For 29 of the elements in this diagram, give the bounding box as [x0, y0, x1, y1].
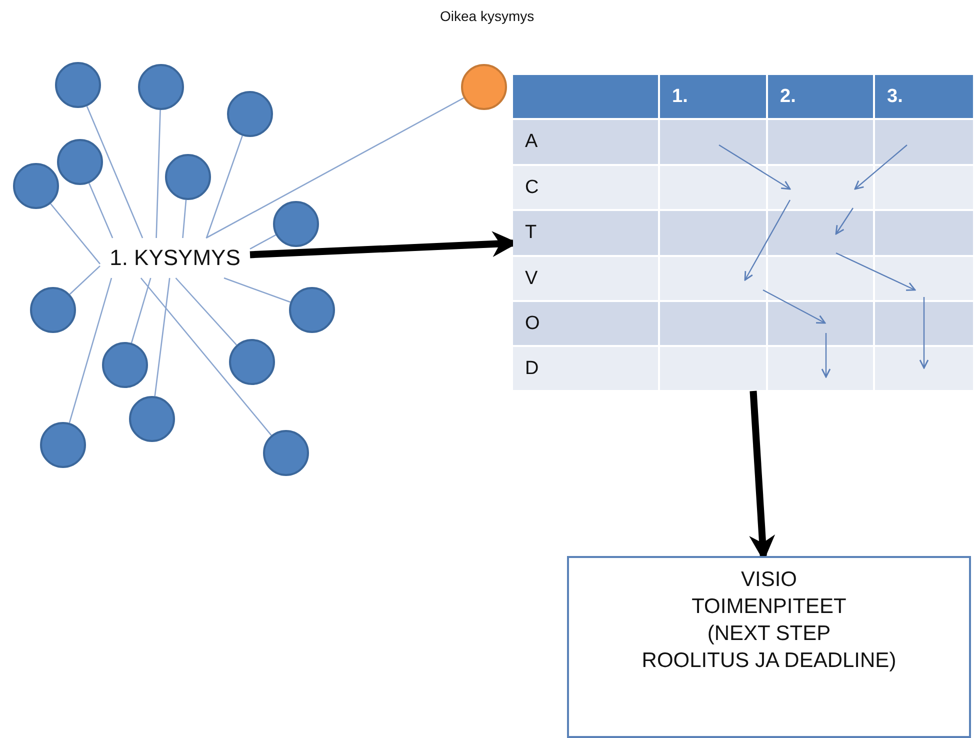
column-header: 3.: [875, 75, 973, 118]
circle-marker: [227, 91, 273, 137]
column-header: 2.: [768, 75, 873, 118]
box-text-line: ROOLITUS JA DEADLINE): [640, 648, 898, 674]
circle-marker: [138, 64, 184, 110]
circle-marker: [129, 396, 175, 442]
row-header: V: [513, 257, 658, 300]
circle-marker: [165, 154, 211, 200]
circle-marker: [30, 287, 76, 333]
circle-marker: [40, 422, 86, 468]
row-header: C: [513, 166, 658, 209]
circle-marker: [102, 342, 148, 388]
row-header: A: [513, 120, 658, 164]
box-text-line: (NEXT STEP: [706, 621, 832, 647]
column-header: 1.: [660, 75, 766, 118]
circle-marker: [263, 430, 309, 476]
row-header: D: [513, 347, 658, 390]
circle-marker: [289, 287, 335, 333]
box-text-line: VISIO: [740, 567, 798, 593]
circle-marker: [229, 339, 275, 385]
circle-marker: [55, 62, 101, 108]
row-header: O: [513, 302, 658, 345]
row-header: T: [513, 211, 658, 255]
circle-marker: [57, 139, 103, 185]
box-text-line: TOIMENPITEET: [690, 594, 848, 620]
circle-marker: [273, 201, 319, 247]
question-label: 1. KYSYMYS: [100, 238, 250, 278]
circle-marker: [13, 163, 59, 209]
text-box: [567, 556, 971, 738]
